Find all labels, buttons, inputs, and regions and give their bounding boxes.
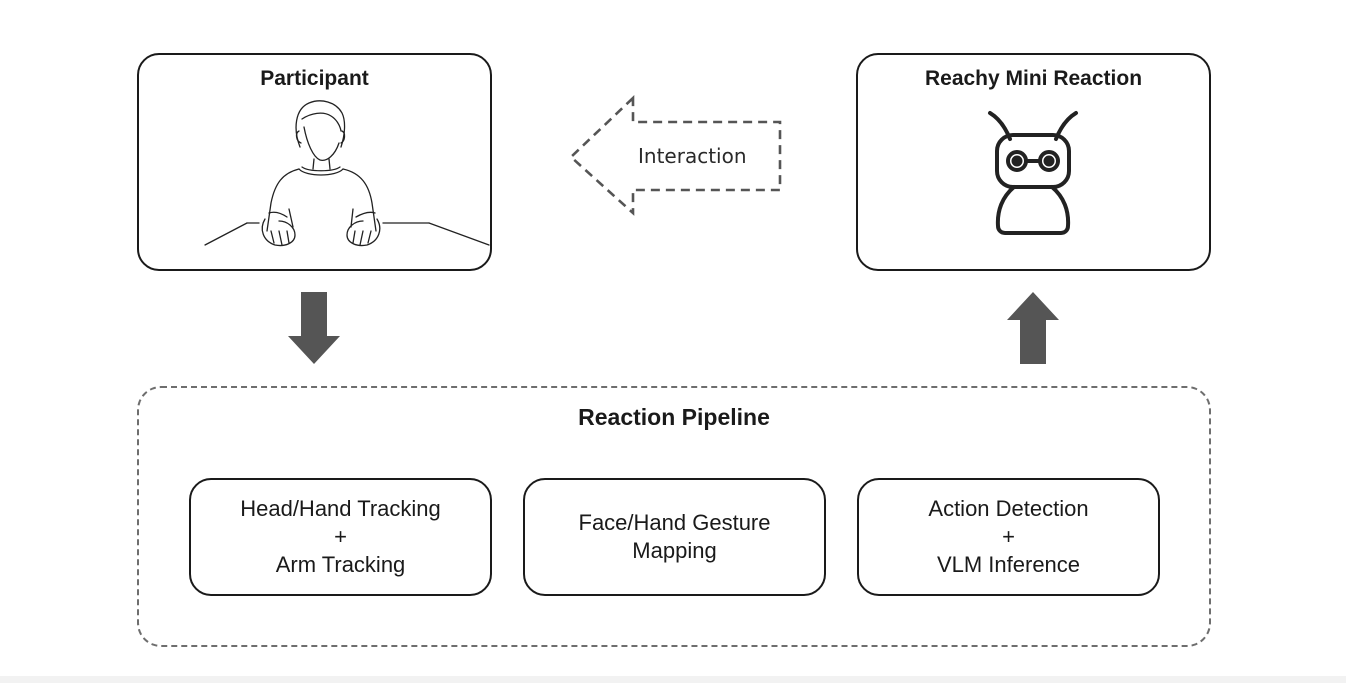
- stage-line: Head/Hand Tracking: [240, 496, 441, 521]
- interaction-label: Interaction: [638, 144, 747, 168]
- interaction-arrow: [569, 94, 782, 216]
- robot-icon: [988, 111, 1078, 235]
- stage-line: +: [1002, 524, 1015, 549]
- stage-line: Face/Hand Gesture: [578, 510, 771, 535]
- bottom-strip: [0, 676, 1346, 683]
- stage-action-detection: Action Detection + VLM Inference: [857, 478, 1160, 596]
- reachy-box: Reachy Mini Reaction: [856, 53, 1211, 271]
- stage-line: Arm Tracking: [275, 552, 406, 577]
- stage-gesture-mapping: Face/Hand Gesture Mapping: [523, 478, 826, 596]
- up-arrow: [1007, 292, 1059, 364]
- pipeline-title: Reaction Pipeline: [578, 404, 770, 430]
- participant-title: Participant: [260, 67, 369, 90]
- down-arrow: [288, 292, 340, 364]
- stage-line: +: [334, 524, 347, 549]
- stage-tracking: Head/Hand Tracking + Arm Tracking: [189, 478, 492, 596]
- stage-line: Mapping: [632, 538, 717, 563]
- stage-line: Action Detection: [928, 496, 1089, 521]
- stage-line: VLM Inference: [936, 552, 1081, 577]
- participant-box: Participant: [137, 53, 492, 271]
- participant-icon: [204, 100, 490, 247]
- reaction-pipeline-box: Reaction Pipeline Head/Hand Tracking + A…: [137, 386, 1211, 647]
- reachy-title: Reachy Mini Reaction: [924, 67, 1143, 90]
